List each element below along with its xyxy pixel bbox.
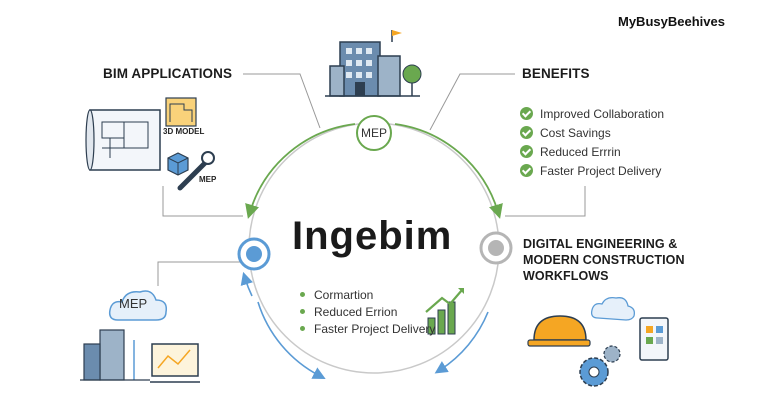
center-title: Ingebim <box>292 214 453 258</box>
benefits-title: BENEFITS <box>522 66 590 81</box>
bullet-dot <box>300 326 305 331</box>
city-icon <box>80 329 150 381</box>
building-icon <box>325 30 422 97</box>
model-3d-icon <box>165 97 197 127</box>
monitor-chart-icon <box>150 343 200 383</box>
connector-lines <box>157 73 586 286</box>
list-item: Faster Project Delivery <box>520 161 664 180</box>
check-icon <box>520 164 533 177</box>
check-icon <box>520 145 533 158</box>
benefits-list: Improved Collaboration Cost Savings Redu… <box>520 104 664 180</box>
node-mep-top <box>356 115 392 151</box>
bim-mep-label: MEP <box>199 175 217 184</box>
check-icon <box>520 107 533 120</box>
bim-applications-title: BIM APPLICATIONS <box>103 66 233 81</box>
cloud-network-icon <box>590 296 636 321</box>
list-item: Reduced Errion <box>300 303 435 320</box>
cloud-icon <box>108 290 168 321</box>
list-item: Reduced Errrin <box>520 142 664 161</box>
tablet-icon <box>639 317 669 361</box>
center-list: Cormartion Reduced Errion Faster Project… <box>300 286 435 337</box>
list-item: Faster Project Delivery <box>300 320 435 337</box>
node-right <box>479 231 513 265</box>
node-left <box>237 237 271 271</box>
list-item: Cost Savings <box>520 123 664 142</box>
blueprint-icon <box>85 109 161 171</box>
growth-chart-icon <box>425 288 464 335</box>
wrench-icon <box>177 151 215 191</box>
brand-label: MyBusyBeehives <box>618 14 725 29</box>
hardhat-icon <box>527 315 591 347</box>
bullet-dot <box>300 309 305 314</box>
list-item: Cormartion <box>300 286 435 303</box>
check-icon <box>520 126 533 139</box>
top-node-label: MEP <box>361 126 388 140</box>
model-3d-label: 3D MODEL <box>163 127 205 136</box>
bullet-dot <box>300 292 305 297</box>
cube-icon <box>167 152 189 176</box>
gear-icon <box>579 345 621 387</box>
list-item: Improved Collaboration <box>520 104 664 123</box>
cloud-mep-label: MEP <box>119 296 148 311</box>
digital-engineering-title: DIGITAL ENGINEERING & MODERN CONSTRUCTIO… <box>523 237 685 283</box>
